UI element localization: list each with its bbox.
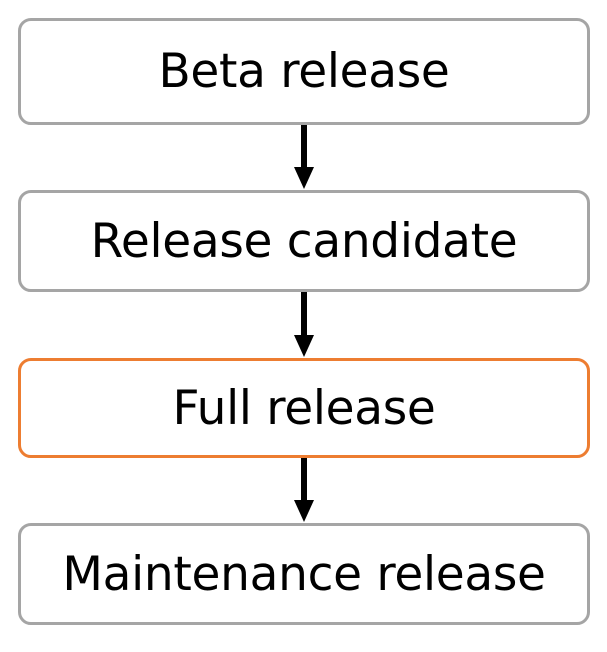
flow-arrow-full-release-to-maintenance-release <box>0 458 607 523</box>
arrow-down-icon <box>294 125 314 189</box>
arrow-down-icon <box>294 292 314 357</box>
flow-arrow-beta-to-release-candidate <box>0 125 607 190</box>
flow-node-label: Beta release <box>158 44 450 99</box>
arrow-down-icon <box>294 458 314 522</box>
flow-node-maintenance-release[interactable]: Maintenance release <box>18 523 590 625</box>
flow-node-label: Full release <box>172 380 436 436</box>
flow-node-release-candidate[interactable]: Release candidate <box>18 190 590 292</box>
flow-arrow-release-candidate-to-full-release <box>0 292 607 358</box>
flow-node-label: Maintenance release <box>62 546 546 602</box>
flow-node-label: Release candidate <box>90 213 518 269</box>
flow-node-full-release[interactable]: Full release <box>18 358 590 458</box>
flow-node-beta-release[interactable]: Beta release <box>18 18 590 125</box>
